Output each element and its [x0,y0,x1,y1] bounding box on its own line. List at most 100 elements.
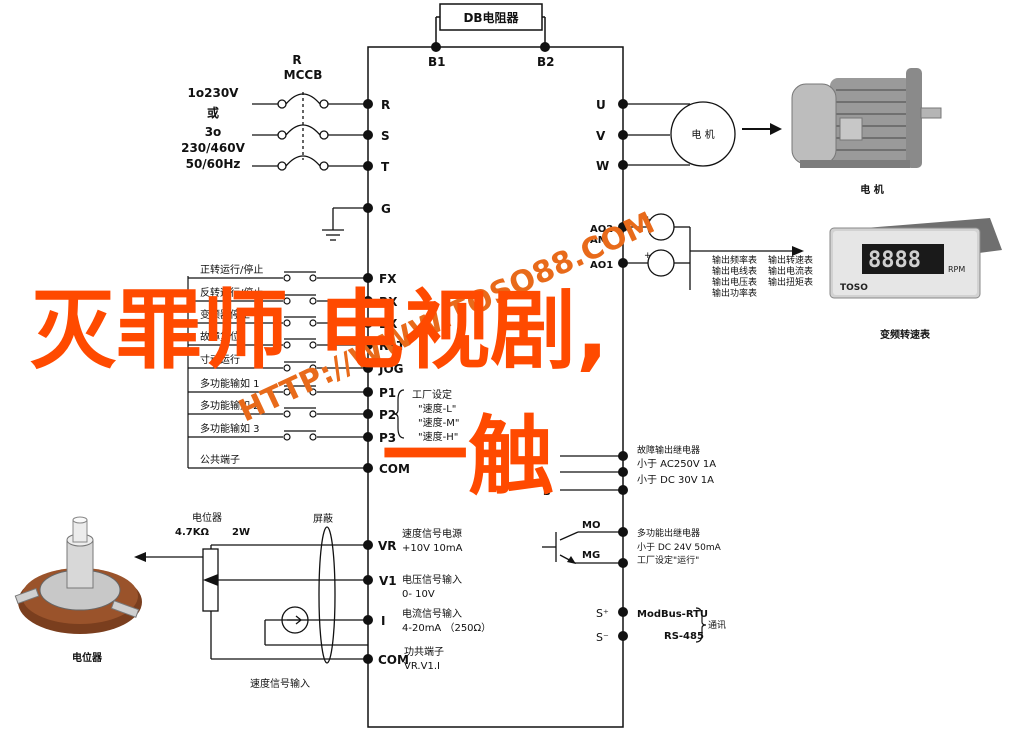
supply-line-3: 3o [205,125,222,139]
terminal-com-analog: COM [378,653,409,667]
multi-input-1-label: 多功能输如 1 [200,377,260,390]
terminal-vr: VR [378,539,397,553]
motor-caption: 电 机 [860,183,883,196]
terminal-s-plus: S⁺ [596,607,609,620]
terminal-w: W [596,159,609,173]
terminal-ao1: AO1 [590,260,613,271]
terminal-mo: MO [582,520,600,531]
mo-desc-2: 小于 DC 24V 50mA [637,542,722,553]
ao2-plus-sign: + [644,215,652,225]
terminal-rx: RX [379,295,398,309]
terminal-bx: BX [379,317,398,331]
terminal-g: G [381,202,391,216]
meter-display: 8888 [868,248,921,273]
terminal-s: S [381,129,390,143]
pot-value: 4.7KΩ [175,527,209,538]
mccb-label: MCCB [284,68,323,82]
v1-desc-2: 0- 10V [402,589,435,600]
relay-desc-2: 小于 AC250V 1A [637,458,716,470]
terminal-r: R [381,98,390,112]
v1-desc-1: 电压信号输入 [402,573,462,586]
terminal-i: I [381,614,385,628]
terminal-v: V [596,129,606,143]
ao-desc-4: 输出功率表 [712,287,757,299]
multi-input-3-label: 多功能输如 3 [200,422,260,435]
analog-outputs: + + AO2 AM AO1 输出频率表 输出电线表 输出电压表 输出功率表 输… [590,213,813,299]
vr-desc-2: +10V 10mA [402,543,463,554]
overlay-title-line-1: 灭罪师 电视剧, [30,281,609,381]
relay-outputs: B 故障输出继电器 小于 AC250V 1A 小于 DC 30V 1A [543,444,716,498]
ao-desc-5: 输出转速表 [768,254,813,266]
terminal-b: B [543,487,551,498]
terminal-p2: P2 [379,408,396,422]
meter-unit: RPM [948,265,965,274]
meter-caption: 变频转速表 [880,328,931,341]
digital-inputs: 正转运行/停止 反转运行/停止 变频器停止 故障复位 寸动运行 多功能输如 1 … [187,263,459,476]
vr-desc-1: 速度信号电源 [402,527,462,540]
speed-l-label: "速度-L" [418,402,456,415]
speed-m-label: "速度-M" [418,416,459,429]
i-desc-1: 电流信号输入 [402,607,462,620]
terminal-p1: P1 [379,386,396,400]
meter-brand: TOSO [840,283,868,293]
controller-box [367,46,624,728]
supply-line-4: 230/460V [181,141,245,155]
motor-outputs: U V W 电 机 [596,98,782,173]
i-desc-2: 4-20mA （250Ω） [402,622,491,634]
terminal-v1: V1 [379,574,397,588]
ao-desc-6: 输出电流表 [768,265,813,277]
terminal-mg: MG [582,550,600,561]
fx-description: 正转运行/停止 [200,263,263,276]
transistor-output: MO MG 多功能出继电器 小于 DC 24V 50mA 工厂设定"运行" [542,520,722,568]
terminal-ao2: AO2 [590,224,613,235]
modbus-label: ModBus-RTU [637,609,708,620]
supply-line-2: 或 [207,105,219,120]
speed-h-label: "速度-H" [418,430,458,443]
ao1-plus-sign: + [644,251,652,261]
mo-desc-3: 工厂设定"运行" [637,554,699,566]
pot-caption: 电位器 [72,651,103,664]
terminal-t: T [381,160,390,174]
pot-power: 2W [232,527,250,538]
com-desc-1: 功共端子 [404,645,444,658]
potentiometer-image: 电位器 [14,516,142,664]
terminal-com: COM [379,462,410,476]
analog-inputs: 电位器 4.7KΩ 2W 屏蔽 VR V1 I COM 速度信号电源 +10V [134,511,491,690]
motor-circle-label: 电 机 [691,128,714,141]
overlay-title-line-2: 一触 [382,407,554,507]
db-resistor: DB电阻器 B1 B2 [428,3,555,69]
ao-desc-1: 输出频率表 [712,254,757,266]
supply-line-1: 1o230V [188,86,240,100]
terminal-jog: JOG [378,362,404,376]
jog-description: 寸动运行 [200,353,240,366]
comm-label: 通讯 [708,620,726,631]
rx-description: 反转运行/停止 [200,286,263,299]
terminal-u: U [596,98,606,112]
ao-desc-7: 输出扭矩表 [768,276,813,288]
pot-title: 电位器 [192,511,222,524]
db-resistor-label: DB电阻器 [463,10,519,25]
terminal-b2: B2 [537,55,555,69]
mccb-r-label: R [292,53,301,67]
modbus-block: S⁺ S⁻ ModBus-RTU RS-485 通讯 [596,607,726,644]
mccb-block: R MCCB 1o230V 或 3o 230/460V 50/60Hz R S … [181,53,391,241]
terminal-rst: RST [379,339,406,353]
supply-line-5: 50/60Hz [186,157,241,171]
terminal-fx: FX [379,272,397,286]
terminal-p3: P3 [379,431,396,445]
rst-description: 故障复位 [200,330,240,343]
factory-setting-title: 工厂设定 [412,388,452,401]
ao-desc-3: 输出电压表 [712,276,757,288]
rs485-label: RS-485 [664,631,704,642]
terminal-am: AM [590,235,608,246]
terminal-s-minus: S⁻ [596,631,609,644]
shield-label: 屏蔽 [313,513,333,525]
speed-input-label: 速度信号输入 [250,677,310,690]
relay-desc-3: 小于 DC 30V 1A [637,474,714,486]
motor-image: 电 机 [791,68,942,196]
multi-input-2-label: 多功能输如 2 [200,399,260,412]
ao-desc-2: 输出电线表 [712,265,757,277]
common-terminal-label: 公共端子 [200,453,240,466]
mo-desc-1: 多功能出继电器 [637,527,700,539]
